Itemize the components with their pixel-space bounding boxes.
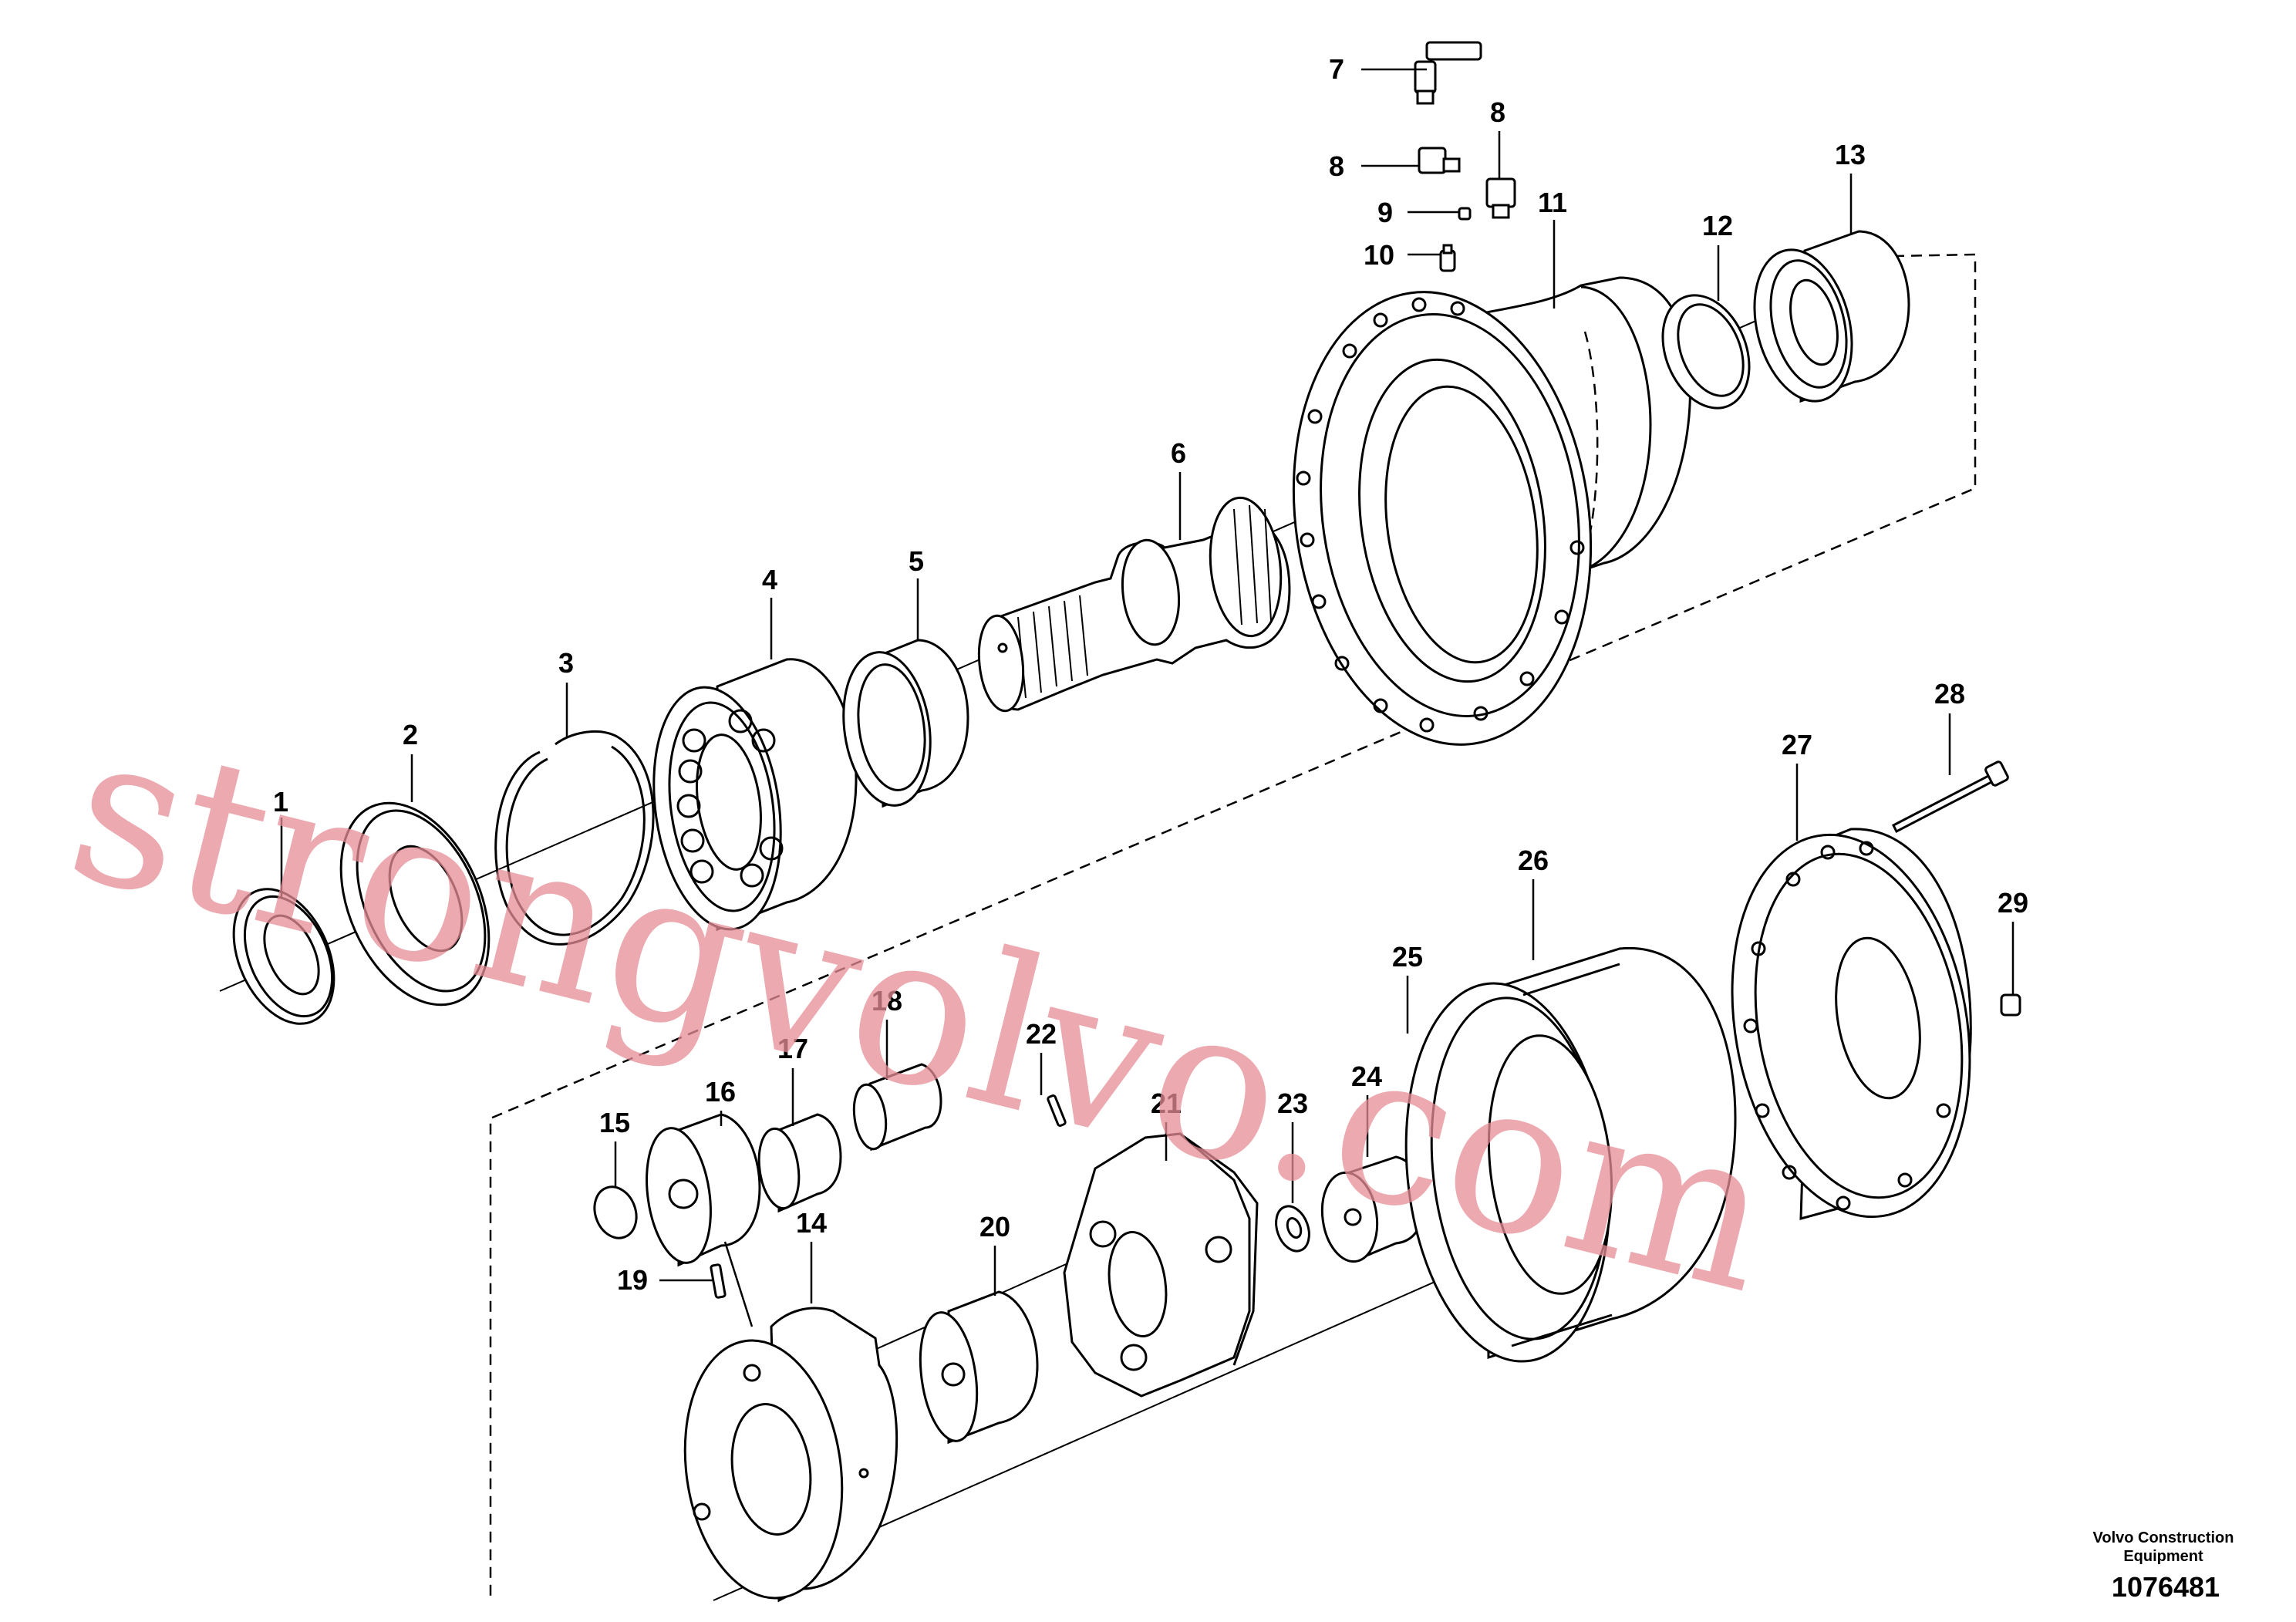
label-part-14: 14 [796,1207,827,1239]
part-21-carrier-plate [1063,1132,1259,1398]
part-6-splined-shaft [977,496,1291,713]
label-part-3: 3 [558,647,574,679]
part-19-roll-pin [710,1263,727,1299]
label-part-5: 5 [909,545,924,577]
label-part-7: 7 [1329,53,1344,85]
label-part-25: 25 [1392,941,1423,973]
part-17-bushing [757,1113,842,1213]
part-5-seal-ring [842,639,969,808]
label-part-12: 12 [1702,210,1733,241]
label-part-24: 24 [1351,1061,1382,1092]
part-7-angle-fitting [1414,41,1482,105]
label-part-1: 1 [273,786,288,818]
footer: Volvo Construction Equipment 1076481 [2093,1529,2234,1603]
part-10-nipple [1439,244,1456,272]
part-1-washer [232,888,335,1025]
part-number-labels: 1 2 3 4 5 6 7 8 8 9 10 11 12 13 14 15 16… [273,53,2028,1296]
label-part-6: 6 [1171,437,1186,469]
part-26-ring-gear [1404,946,1737,1363]
label-part-20: 20 [979,1211,1010,1243]
shaft-splines [1017,504,1272,699]
label-part-16: 16 [705,1076,736,1108]
label-part-26: 26 [1518,845,1549,876]
footer-company-line1: Volvo Construction [2093,1529,2234,1546]
footer-drawing-number: 1076481 [2112,1571,2220,1603]
label-part-29: 29 [1998,887,2028,919]
part-28-bolt [1891,760,2009,834]
label-part-27: 27 [1782,729,1812,760]
label-part-8-left: 8 [1329,150,1344,182]
label-part-9: 9 [1377,197,1393,228]
part-14-planet-carrier [683,1307,899,1603]
part-4-roller-bearing [652,658,858,932]
part-15-circlip [593,1185,638,1239]
label-part-10: 10 [1364,239,1394,271]
label-part-23: 23 [1277,1088,1308,1119]
label-part-2: 2 [403,719,418,750]
label-part-28: 28 [1934,678,1965,710]
part-23-washer [1275,1205,1310,1253]
part-12-seal [1661,294,1751,410]
leader-lines [280,68,2014,1327]
label-part-8-right: 8 [1490,96,1505,128]
label-part-22: 22 [1026,1018,1057,1050]
label-part-17: 17 [777,1033,808,1064]
part-13-bearing [1753,230,1910,403]
part-3-snap-ring [494,730,655,946]
hub-bolt-holes [1296,297,1585,733]
label-part-19: 19 [617,1264,648,1296]
part-8-left-fitting [1418,147,1461,174]
label-part-21: 21 [1151,1088,1182,1119]
part-29-plug [2000,993,2021,1017]
part-27-cover [1731,828,1972,1220]
label-part-11: 11 [1538,187,1567,218]
label-part-13: 13 [1835,139,1866,170]
part-11-hub-housing [1292,276,1691,746]
part-22-roll-pin [1047,1094,1067,1128]
part-9-plug [1458,207,1472,221]
part-2-shim [339,801,491,1007]
label-part-4: 4 [762,564,777,595]
part-16-planet-gear [646,1113,761,1267]
part-24-gear [1320,1155,1424,1263]
label-part-18: 18 [872,985,902,1017]
part-20-sun-gear [919,1290,1039,1445]
part-18-pin [852,1063,942,1152]
footer-company-line2: Equipment [2123,1548,2203,1565]
bearing-rollers [676,709,784,888]
label-part-15: 15 [599,1107,630,1138]
part-8-right-fitting [1485,177,1516,219]
cover-bolt-holes [1743,841,1951,1211]
